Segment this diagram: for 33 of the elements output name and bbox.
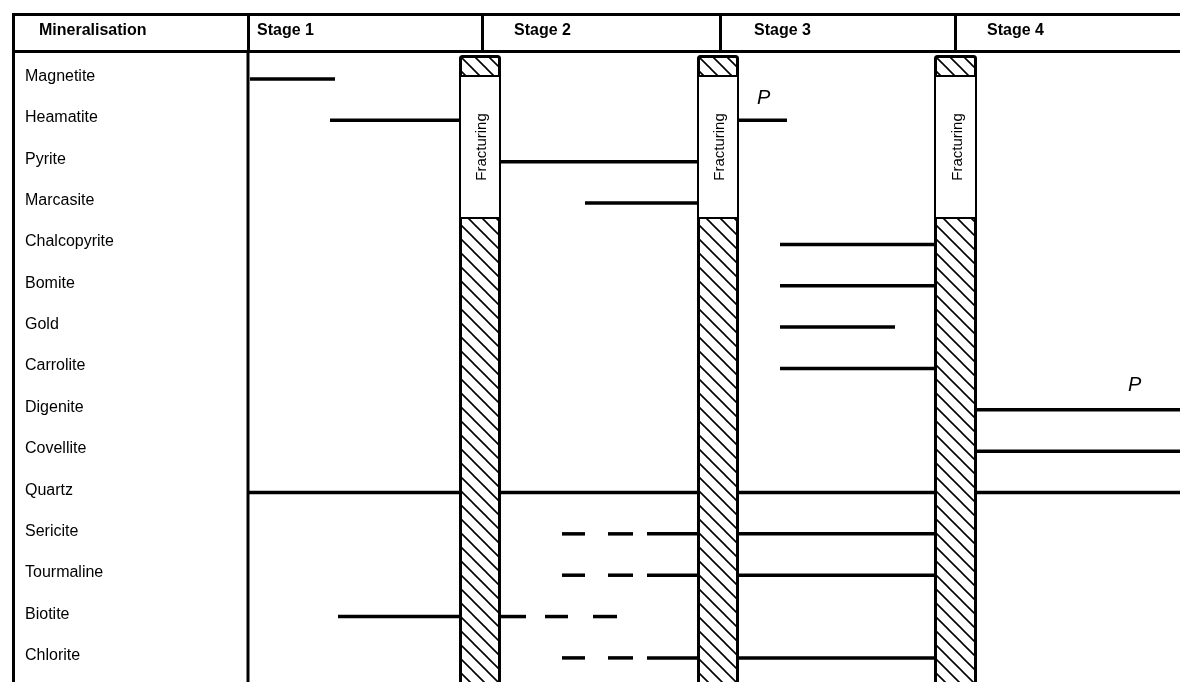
mineral-name: Bomite: [25, 273, 75, 292]
mineral-name: Magnetite: [25, 67, 96, 85]
mineral-name: Tourmaline: [25, 563, 104, 582]
mineral-name: Heamatite: [25, 108, 98, 127]
mineral-name: Biotite: [25, 604, 70, 623]
header-text: Stage 3: [754, 21, 811, 39]
p-label: P: [757, 86, 771, 109]
column-header: [719, 13, 957, 53]
mineral-name: Quartz: [25, 480, 73, 499]
fracturing-band: [459, 55, 501, 682]
mineral-name: Digenite: [25, 397, 84, 416]
mineral-name: Sericite: [25, 521, 79, 540]
mineral-name: Chlorite: [25, 645, 81, 664]
band-label: Fracturing: [709, 113, 727, 181]
column-header: [954, 13, 1180, 53]
mineral-name: Marcasite: [25, 191, 95, 210]
mineral-name: Carrolite: [25, 356, 86, 375]
header-text: Stage 4: [987, 21, 1044, 39]
header-text: Mineralisation: [39, 21, 147, 39]
mineral-name: Covellite: [25, 439, 87, 458]
header-text: Stage 1: [257, 21, 314, 39]
mineral-name: Gold: [25, 315, 59, 334]
band-label: Fracturing: [947, 113, 964, 181]
mineral-name: Pyrite: [25, 149, 66, 168]
column-header: [12, 13, 250, 53]
fracturing-band: [934, 55, 977, 682]
band-label: Fracturing: [471, 113, 489, 181]
column-header: [481, 13, 722, 53]
fracturing-band: [697, 55, 739, 682]
column-header: [247, 13, 484, 53]
header-text: Stage 2: [514, 21, 571, 39]
p-label: P: [1128, 373, 1142, 396]
mineral-name: Chalcopyrite: [25, 232, 114, 251]
